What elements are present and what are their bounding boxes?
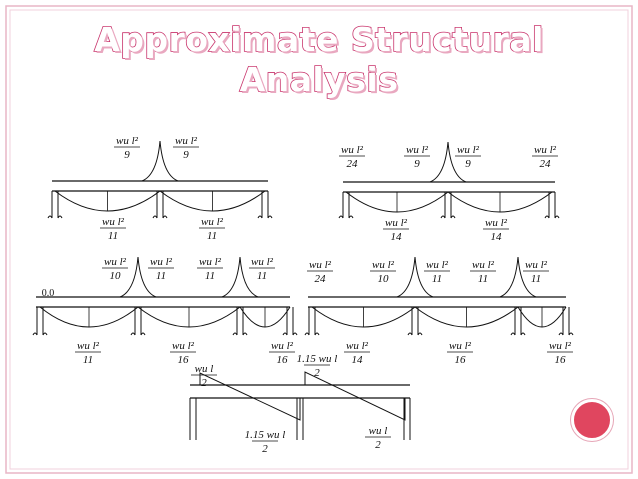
frame-2-negative-moment-0	[429, 141, 467, 183]
frame-3-footing-0	[32, 332, 48, 336]
frame-3-bot-0-numerator: wu l²	[77, 340, 100, 352]
frame-1-top-0-numerator: wu l²	[116, 135, 139, 147]
frame-3-top-0-denominator: 10	[110, 270, 122, 282]
frame-4-top-3-numerator: wu l²	[472, 259, 495, 271]
frame-4-top-2-numerator: wu l²	[426, 259, 449, 271]
frame-5-shear-span-2	[304, 371, 406, 421]
frame-1-bot-0-denominator: 11	[108, 230, 118, 242]
frame-2-footing-2	[544, 215, 560, 219]
frame-3-footing-2	[232, 332, 248, 336]
frame-3-top-1-numerator: wu l²	[150, 256, 173, 268]
frame-2-top-3-numerator: wu l²	[534, 144, 557, 156]
frame-5-bot-1-numerator: wu l	[369, 425, 388, 437]
frame-3-bot-2-denominator: 16	[277, 354, 289, 366]
frame-4-top-4-numerator: wu l²	[525, 259, 548, 271]
frame-4-top-3-denominator: 11	[478, 273, 488, 285]
frame-4-top-4-denominator: 11	[531, 273, 541, 285]
frame-3-negative-moment-0	[119, 256, 157, 298]
frame-5-top-0-denominator: 2	[201, 377, 207, 389]
frame-4-footing-0	[304, 332, 320, 336]
frame-5-bot-0-numerator: 1.15 wu l	[245, 429, 286, 441]
frame-2-bot-1-denominator: 14	[491, 231, 503, 243]
frame-4-negative-moment-0	[396, 256, 434, 298]
frame-4-bot-0-denominator: 14	[352, 354, 364, 366]
frame-2-footing-1	[440, 215, 456, 219]
frame-4-footing-2	[510, 332, 526, 336]
bullet-dot	[571, 399, 613, 441]
frame-5-top-0-numerator: wu l	[195, 363, 214, 375]
frame-3-bot-1-numerator: wu l²	[172, 340, 195, 352]
frame-2-top-0-numerator: wu l²	[341, 144, 364, 156]
frame-3-bot-2-numerator: wu l²	[271, 340, 294, 352]
frame-1-top-1-denominator: 9	[183, 149, 189, 161]
frame-1-footing-2	[257, 215, 273, 219]
frame-3-top-1-denominator: 11	[156, 270, 166, 282]
frame-3-top-2-numerator: wu l²	[199, 256, 222, 268]
frame-4-footing-1	[407, 332, 423, 336]
frame-4-bot-2-numerator: wu l²	[549, 340, 572, 352]
frame-1-top-1-numerator: wu l²	[175, 135, 198, 147]
frame-1-footing-1	[152, 215, 168, 219]
frame-2-top-0-denominator: 24	[347, 158, 359, 170]
frame-3-bot-1-denominator: 16	[178, 354, 190, 366]
frame-2-bot-0-denominator: 14	[391, 231, 403, 243]
frame-3-footing-3	[282, 332, 298, 336]
frame-2-footing-0	[338, 215, 354, 219]
frame-4-bot-1-denominator: 16	[455, 354, 467, 366]
frame-3-top-3-numerator: wu l²	[251, 256, 274, 268]
frame-4-top-1-numerator: wu l²	[372, 259, 395, 271]
frame-4-top-1-denominator: 10	[378, 273, 390, 285]
frame-4-negative-moment-1	[499, 256, 537, 298]
frame-5-shear-span-1	[199, 372, 301, 421]
frame-2-top-2-numerator: wu l²	[457, 144, 480, 156]
frame-2-top-1-denominator: 9	[414, 158, 420, 170]
frame-1-negative-moment-0	[141, 140, 179, 182]
frame-3-side-label: 0.0	[42, 288, 55, 299]
frame-3-top-2-denominator: 11	[205, 270, 215, 282]
frame-5-top-1-denominator: 2	[314, 367, 320, 379]
frame-2-top-2-denominator: 9	[465, 158, 471, 170]
frame-4-bot-1-numerator: wu l²	[449, 340, 472, 352]
frame-2-top-3-denominator: 24	[540, 158, 552, 170]
slide-title-line1: Approximate Structural	[93, 19, 544, 60]
frame-5-top-1-numerator: 1.15 wu l	[297, 353, 338, 365]
frame-3-top-0-numerator: wu l²	[104, 256, 127, 268]
slide-title-line2: Analysis	[239, 59, 399, 100]
frame-5-bot-0-denominator: 2	[262, 443, 268, 455]
frame-4-top-0-denominator: 24	[315, 273, 327, 285]
frame-2-bot-1-numerator: wu l²	[485, 217, 508, 229]
frame-1-bot-1-numerator: wu l²	[201, 216, 224, 228]
frame-4-footing-3	[558, 332, 574, 336]
frame-2-top-1-numerator: wu l²	[406, 144, 429, 156]
frame-3-bot-0-denominator: 11	[83, 354, 93, 366]
frame-4-top-2-denominator: 11	[432, 273, 442, 285]
frame-5-bot-1-denominator: 2	[375, 439, 381, 451]
frame-1-footing-0	[47, 215, 63, 219]
frame-1-bot-0-numerator: wu l²	[102, 216, 125, 228]
frame-3-negative-moment-1	[221, 256, 259, 298]
frame-3-footing-1	[130, 332, 146, 336]
frame-1-bot-1-denominator: 11	[207, 230, 217, 242]
frame-4-bot-0-numerator: wu l²	[346, 340, 369, 352]
frame-3-top-3-denominator: 11	[257, 270, 267, 282]
frame-1-top-0-denominator: 9	[124, 149, 130, 161]
frame-4-bot-2-denominator: 16	[555, 354, 567, 366]
frame-4-top-0-numerator: wu l²	[309, 259, 332, 271]
frame-2-bot-0-numerator: wu l²	[385, 217, 408, 229]
